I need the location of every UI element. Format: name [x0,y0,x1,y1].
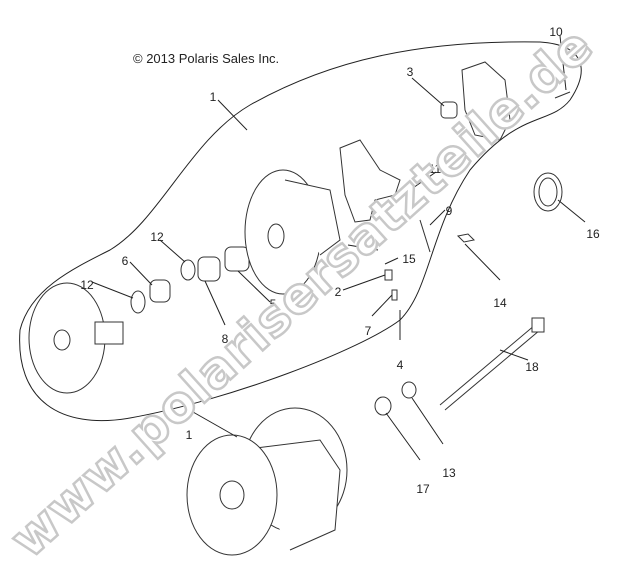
callouts: 1 3 10 11 9 4 15 2 7 4 12 6 12 8 5 14 16… [80,25,600,496]
weight-14 [456,233,476,243]
callout-1: 1 [210,90,217,104]
callout-6: 6 [122,254,129,268]
leader-lines [91,35,586,461]
callout-4a: 4 [337,240,344,254]
callout-16: 16 [586,227,600,241]
callout-2: 2 [335,285,342,299]
callout-14: 14 [493,296,507,310]
cover-bolt-10 [554,91,571,99]
copyright-text: © 2013 Polaris Sales Inc. [133,51,279,66]
callout-12b: 12 [80,278,94,292]
callout-12a: 12 [150,230,164,244]
callout-15: 15 [402,252,416,266]
assembly-outline [19,41,582,422]
pin-9 [419,219,431,253]
callout-7: 7 [365,324,372,338]
bushing-8 [197,256,221,282]
washer-13 [401,381,417,399]
stationary-sheave [244,169,341,295]
spider [339,139,401,223]
clip-ring-12b [180,259,196,281]
shoulder-bolt-18 [439,317,545,411]
callout-9: 9 [446,204,453,218]
cover [461,61,511,141]
callout-1b: 1 [186,428,193,442]
spider-bushing-3 [440,101,458,119]
bushing-6 [149,279,171,303]
callout-17: 17 [416,482,430,496]
callout-18: 18 [525,360,539,374]
callout-3: 3 [407,65,414,79]
callout-4b: 4 [397,358,404,372]
callout-13: 13 [442,466,456,480]
callout-11: 11 [429,162,442,176]
rivet-7 [391,289,398,301]
roller-bushing-2 [384,269,393,281]
clip-ring-12a [130,290,146,314]
moveable-sheave [28,282,124,394]
nut-17 [374,396,392,416]
callout-10: 10 [549,25,563,39]
spring-16 [533,172,563,212]
callout-5: 5 [270,297,277,311]
drive-clutch-assembly [186,407,348,556]
callout-8: 8 [222,332,229,346]
bushing-5 [224,246,250,272]
